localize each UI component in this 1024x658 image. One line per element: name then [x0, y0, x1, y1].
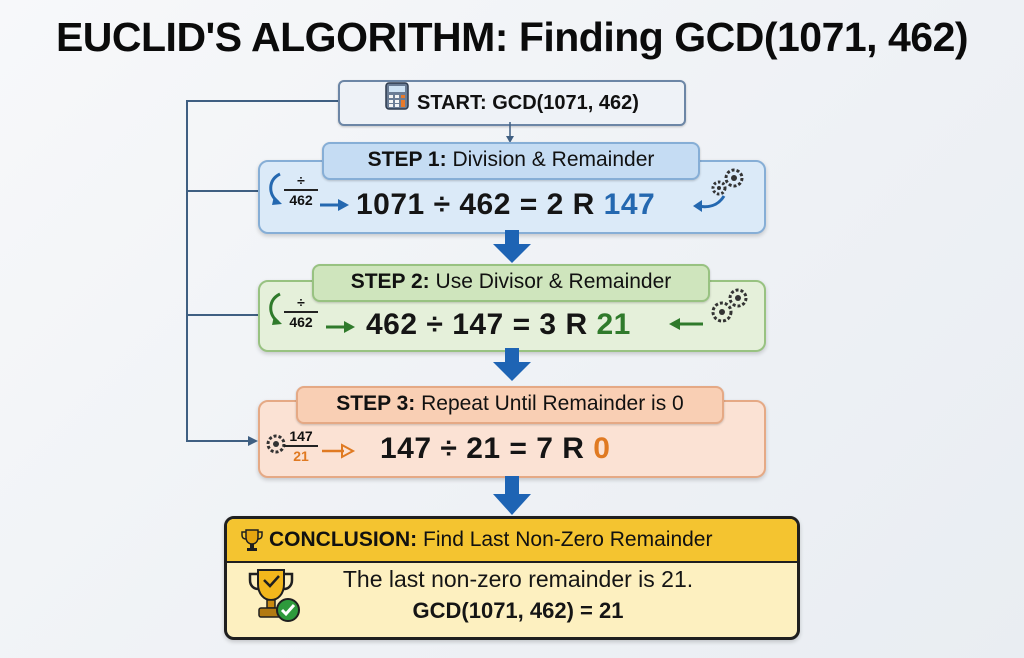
step1-equation: 1071 ÷ 462 = 2 R 147 [356, 188, 656, 221]
step3-equation: 147 ÷ 21 = 7 R 0 [380, 432, 611, 465]
step1-remainder: 147 [603, 188, 656, 221]
start-box: START: GCD(1071, 462) [338, 80, 686, 126]
loop-line-top [186, 100, 338, 102]
step3-remainder: 0 [593, 432, 611, 465]
step2-left-arrow-icon [669, 318, 703, 330]
loop-arrow-step3 [186, 436, 258, 446]
calculator-icon [385, 82, 409, 125]
conclusion-header: CONCLUSION: Find Last Non-Zero Remainder [227, 519, 797, 563]
step2-remainder: 21 [596, 308, 631, 341]
step3-desc: Repeat Until Remainder is 0 [421, 392, 684, 415]
loop-line-vertical [186, 100, 188, 442]
step1-desc: Division & Remainder [452, 148, 655, 171]
step1-tag: STEP 1: [367, 148, 447, 171]
step1-left-arrow-icon [693, 195, 726, 212]
step3-tag: STEP 3: [336, 392, 416, 415]
step2-curve-arrow-icon [269, 292, 282, 325]
start-label: START: GCD(1071, 462) [417, 92, 639, 114]
down-arrow-2 [493, 348, 531, 381]
step3-header: STEP 3: Repeat Until Remainder is 0 [296, 386, 724, 424]
step2-gears-icon [711, 288, 748, 323]
step2-right-arrow-icon [326, 321, 355, 333]
conclusion-line1: The last non-zero remainder is 21. [342, 566, 694, 592]
step1-curve-arrow-icon [269, 172, 282, 205]
step1-header: STEP 1: Division & Remainder [322, 142, 700, 180]
small-trophy-icon [241, 529, 263, 552]
conclusion-desc: Find Last Non-Zero Remainder [423, 528, 713, 551]
conclusion-box: CONCLUSION: Find Last Non-Zero Remainder [224, 516, 800, 640]
page-title: EUCLID'S ALGORITHM: Finding GCD(1071, 46… [55, 14, 969, 60]
step3-gear-icon [266, 434, 286, 454]
conclusion-line2: GCD(1071, 462) = 21 [412, 598, 624, 623]
step2-fraction-icon: ÷462 [284, 294, 318, 330]
conclusion-tag: CONCLUSION: [269, 528, 418, 551]
step1-right-arrow-icon [320, 199, 349, 211]
trophy-check-icon [248, 569, 300, 622]
loop-line-step1 [186, 190, 258, 192]
loop-line-step2 [186, 314, 258, 316]
step2-equation: 462 ÷ 147 = 3 R 21 [366, 308, 631, 341]
start-connector-arrow [506, 122, 514, 143]
down-arrow-1 [493, 230, 531, 263]
down-arrow-3 [493, 476, 531, 515]
step2-header: STEP 2: Use Divisor & Remainder [312, 264, 710, 302]
step1-gears-icon [711, 168, 744, 196]
step2-desc: Use Divisor & Remainder [435, 270, 672, 293]
step3-right-arrow-icon [322, 443, 356, 459]
step2-tag: STEP 2: [350, 270, 430, 293]
step1-fraction-icon: ÷462 [284, 172, 318, 208]
